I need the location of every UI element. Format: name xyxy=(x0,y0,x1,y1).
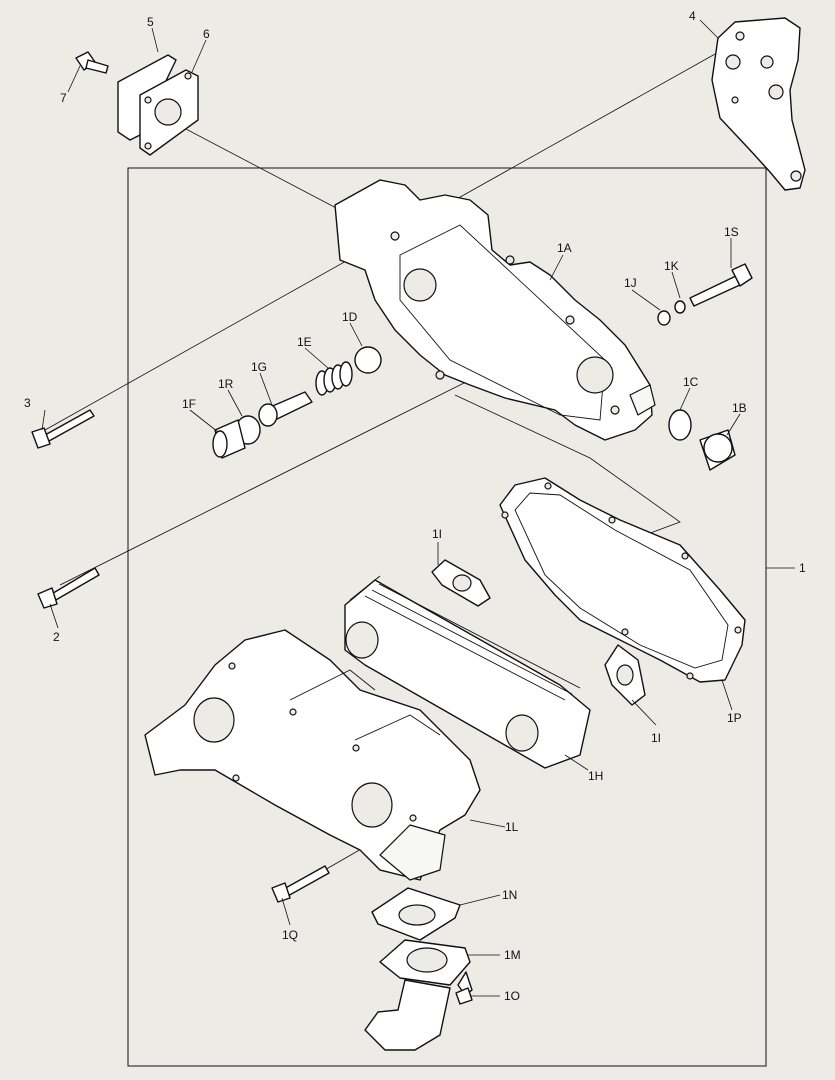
label-6: 6 xyxy=(203,27,210,41)
washer-part-1J xyxy=(657,310,671,326)
label-1F: 1F xyxy=(182,397,196,411)
long-bolt-part-3 xyxy=(31,409,95,449)
assembly-frame xyxy=(127,167,767,1067)
label-1N: 1N xyxy=(502,888,517,902)
label-1K: 1K xyxy=(664,259,679,273)
spring-part-1E xyxy=(315,361,353,396)
small-gasket-part-1I-bottom xyxy=(604,644,646,706)
cooler-base-part-1L xyxy=(144,629,481,881)
bolt-part-1Q xyxy=(271,865,330,903)
label-3: 3 xyxy=(24,396,31,410)
cooler-core-part-1H xyxy=(344,575,591,769)
part-labels: 5 6 7 4 1A 1S 1K 1J 1D 1E 1G 1R 1F 1C 1B… xyxy=(24,9,806,1003)
oring-part-1C xyxy=(668,409,692,441)
label-1G: 1G xyxy=(251,360,267,374)
label-1: 1 xyxy=(799,561,806,575)
label-4: 4 xyxy=(689,9,696,23)
gasket-plate-part-6 xyxy=(139,69,199,156)
relief-valve-parts xyxy=(212,346,382,459)
label-1H: 1H xyxy=(588,769,603,783)
label-1L: 1L xyxy=(505,820,519,834)
elbow-part-1M xyxy=(364,939,471,1051)
label-1J: 1J xyxy=(624,276,637,290)
label-5: 5 xyxy=(147,15,154,29)
small-gasket-part-1I-top xyxy=(431,559,491,607)
label-1S: 1S xyxy=(724,225,739,239)
cooler-cover-part-1A xyxy=(334,179,656,441)
label-1E: 1E xyxy=(297,335,312,349)
label-1D: 1D xyxy=(342,310,358,324)
washer-part-1K xyxy=(674,300,686,314)
label-leaders xyxy=(41,19,795,997)
ball-part-1D xyxy=(354,346,382,374)
long-bolt-part-2 xyxy=(37,567,100,609)
bolt-part-1O xyxy=(455,971,473,1005)
label-1A: 1A xyxy=(557,241,572,255)
bolt-set-1S xyxy=(657,263,753,326)
label-1I-bottom: 1I xyxy=(651,731,661,745)
label-1I-top: 1I xyxy=(432,527,442,541)
label-1P: 1P xyxy=(727,711,742,725)
gasket-part-1P xyxy=(499,477,746,683)
label-1C: 1C xyxy=(683,375,699,389)
label-1O: 1O xyxy=(504,989,520,1003)
label-1Q: 1Q xyxy=(282,928,298,942)
label-1B: 1B xyxy=(732,401,747,415)
plug-set-1B xyxy=(668,409,736,471)
label-2: 2 xyxy=(53,630,60,644)
label-1R: 1R xyxy=(218,377,234,391)
gasket-part-1N xyxy=(371,887,461,941)
label-7: 7 xyxy=(60,91,67,105)
label-1M: 1M xyxy=(504,948,521,962)
bolt-part-7 xyxy=(75,51,109,74)
bracket-part-4 xyxy=(711,17,806,191)
